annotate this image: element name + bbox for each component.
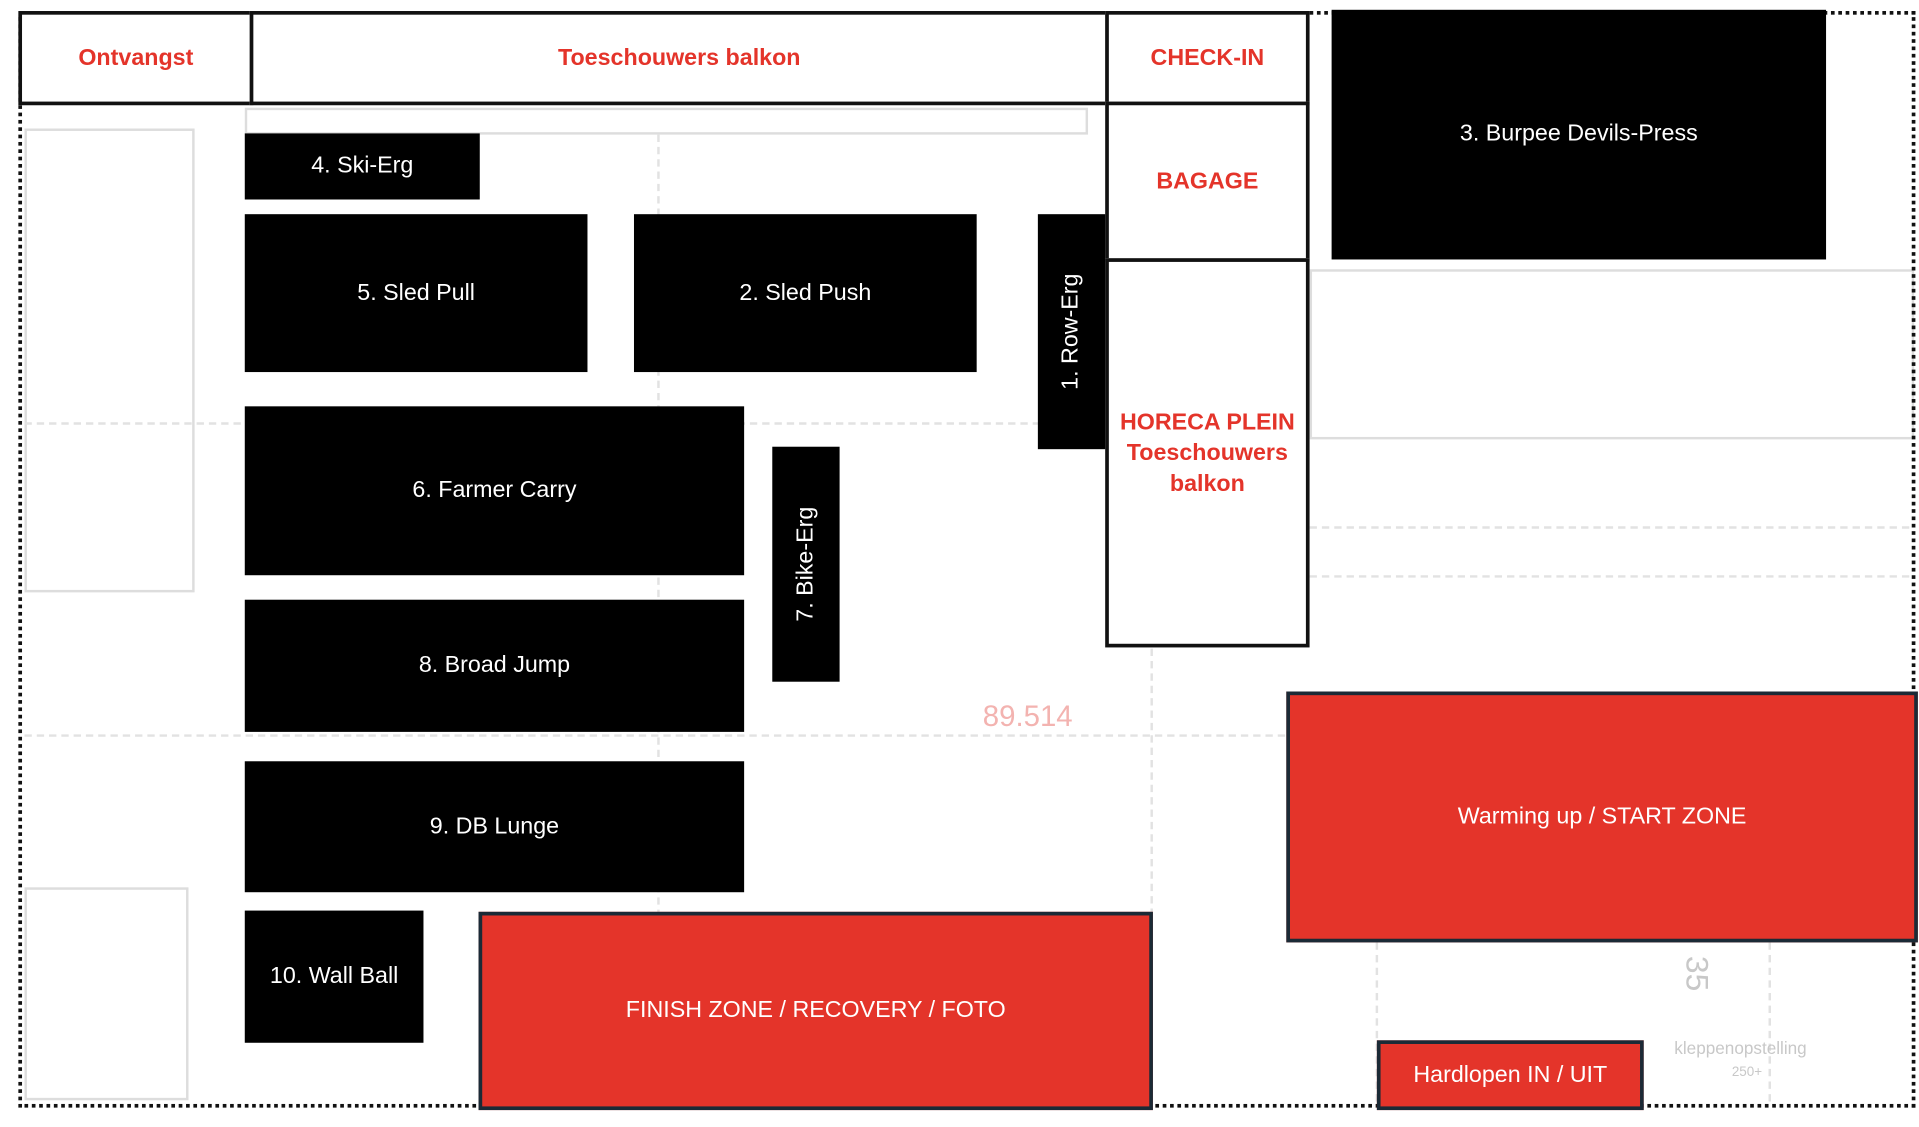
background-line [1309,526,1910,529]
station-sled-pull: 5. Sled Pull [244,214,588,373]
background-line [1309,575,1910,578]
zone-warming-up-start: Warming up / START ZONE [1286,691,1918,943]
zone-label: HORECA PLEIN [1119,409,1295,436]
zone-bagage: BAGAGE [1105,101,1310,262]
zone-label: CHECK-IN [1150,44,1265,71]
zone-horeca: HORECA PLEIN Toeschouwers balkon [1105,258,1310,648]
station-label: 4. Ski-Erg [311,152,414,179]
zone-label: BAGAGE [1156,168,1259,194]
station-wall-ball: 10. Wall Ball [244,910,424,1043]
zone-running-in-out: Hardlopen IN / UIT [1376,1040,1644,1111]
zone-finish: FINISH ZONE / RECOVERY / FOTO [478,911,1153,1111]
station-label: 1. Row-Erg [1058,273,1084,390]
station-label: 6. Farmer Carry [412,477,577,504]
valve-setup-label: kleppenopstelling [1674,1037,1807,1058]
elevation-label: 89.514 [982,700,1073,734]
station-label: 10. Wall Ball [269,963,399,989]
background-line [1150,648,1153,1102]
station-ski-erg: 4. Ski-Erg [244,133,480,200]
background-room [24,128,195,593]
zone-check-in: CHECK-IN [1105,11,1310,106]
zone-label: Toeschouwers balkon [558,44,801,71]
zone-ontvangst: Ontvangst [18,11,254,106]
zone-label: FINISH ZONE / RECOVERY / FOTO [625,997,1006,1024]
valve-count-label: 250+ [1731,1064,1763,1080]
station-row-erg: 1. Row-Erg [1037,214,1106,450]
station-label: 2. Sled Push [739,279,872,306]
background-room [24,887,189,1101]
station-broad-jump: 8. Broad Jump [244,599,745,732]
station-burpee: 3. Burpee Devils-Press [1331,9,1827,260]
station-db-lunge: 9. DB Lunge [244,761,745,893]
station-label: 7. Bike-Erg [792,506,819,622]
station-label: 9. DB Lunge [429,813,560,839]
zone-spectator-balcony: Toeschouwers balkon [249,11,1109,106]
zone-label: balkon [1169,470,1245,497]
background-line [1375,942,1379,1102]
station-label: 3. Burpee Devils-Press [1459,121,1698,147]
station-label: 5. Sled Pull [357,279,475,306]
background-line [24,734,1286,737]
station-sled-push: 2. Sled Push [633,214,977,373]
station-farmer-carry: 6. Farmer Carry [244,406,745,576]
zone-label: Warming up / START ZONE [1457,803,1747,830]
background-line [1768,942,1771,1102]
station-bike-erg: 7. Bike-Erg [772,446,840,682]
zone-label: Ontvangst [78,44,194,71]
background-wall [244,107,1089,135]
zone-label: Hardlopen IN / UIT [1413,1061,1608,1088]
zone-label: Toeschouwers [1126,439,1288,466]
station-label: 8. Broad Jump [418,652,571,679]
